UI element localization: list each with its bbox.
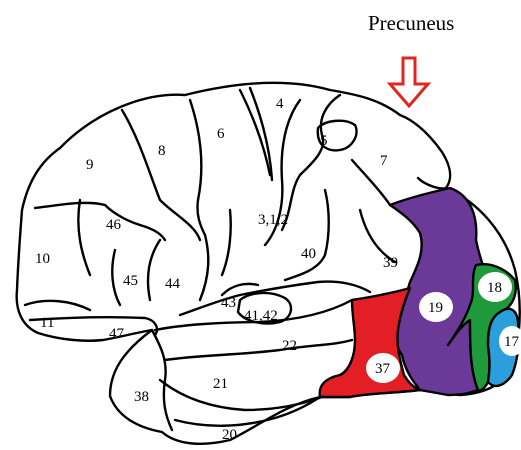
area-4-label: 4	[276, 96, 284, 112]
area-22-label: 22	[282, 338, 297, 354]
area-18-label: 18	[487, 280, 502, 296]
area-39-label: 39	[383, 255, 398, 271]
area-21-label: 21	[213, 376, 228, 392]
area-6-label: 6	[217, 126, 225, 142]
area-38-label: 38	[134, 389, 149, 405]
precuneus-title: Precuneus	[368, 11, 454, 35]
area-5-label: 5	[320, 133, 328, 149]
area-7-label: 7	[380, 153, 388, 169]
area-19-label: 19	[428, 300, 443, 316]
area-8-label: 8	[158, 143, 166, 159]
area-9-label: 9	[86, 157, 94, 173]
area-11-label: 11	[40, 315, 54, 331]
area-20-label: 20	[222, 427, 237, 443]
area-45-label: 45	[123, 273, 138, 289]
area-17-label: 17	[504, 334, 520, 350]
area-37-label: 37	[375, 361, 391, 377]
area-40-label: 40	[301, 246, 316, 262]
area-47-label: 47	[109, 326, 125, 342]
area-3-1-2-label: 3,1,2	[258, 212, 288, 228]
area-10-label: 10	[35, 251, 50, 267]
area-46-label: 46	[106, 217, 122, 233]
area-44-label: 44	[165, 276, 181, 292]
down-arrow-icon	[390, 58, 428, 106]
area-41-42-label: 41,42	[244, 308, 278, 324]
area-43-label: 43	[221, 295, 236, 311]
